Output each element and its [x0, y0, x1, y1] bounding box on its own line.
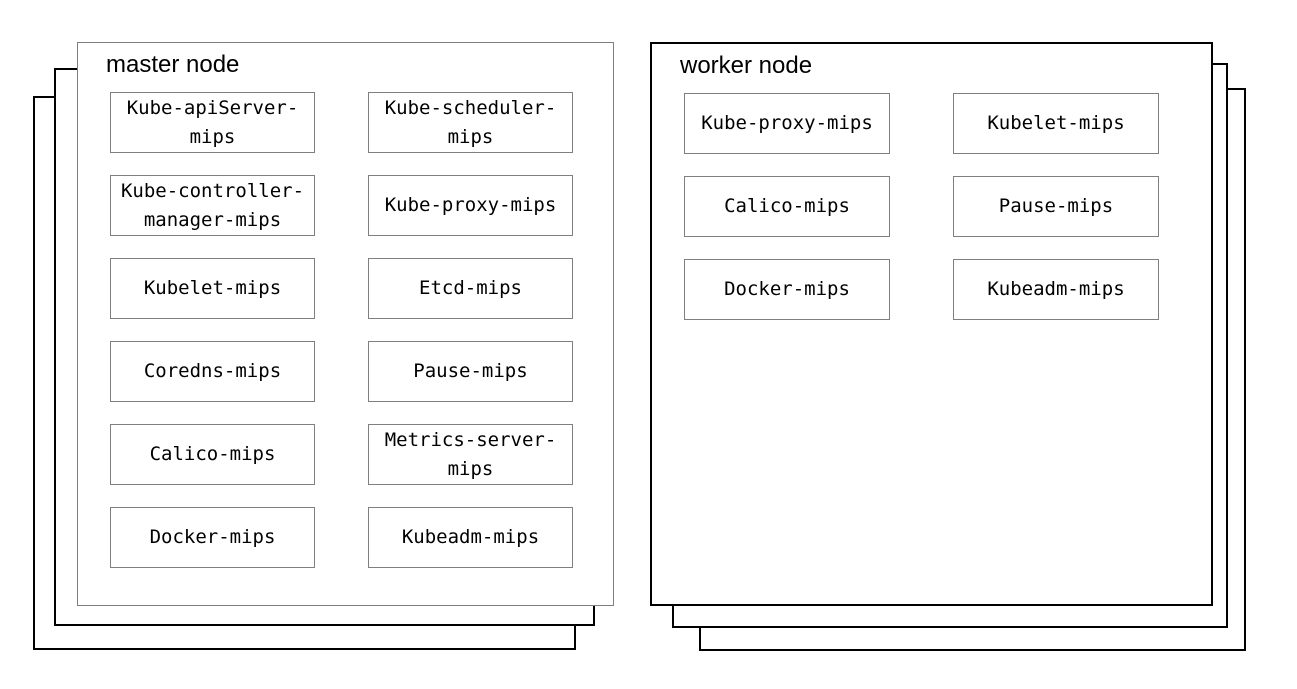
component-box-kubelet-mips: Kubelet-mips [110, 258, 315, 319]
component-box-pause-mips: Pause-mips [368, 341, 573, 402]
worker-node-title: worker node [680, 52, 813, 79]
component-box-calico-mips: Calico-mips [110, 424, 315, 485]
component-box-kubeadm-mips: Kubeadm-mips [368, 507, 573, 568]
component-box-etcd-mips: Etcd-mips [368, 258, 573, 319]
component-box-calico-mips: Calico-mips [684, 176, 890, 237]
component-box-pause-mips: Pause-mips [953, 176, 1159, 237]
master-components-grid: Kube-apiServer- mips Kube-scheduler- mips… [110, 92, 573, 568]
component-box-kube-proxy-mips: Kube-proxy-mips [368, 175, 573, 236]
component-box-kube-scheduler-mips: Kube-scheduler- mips [368, 92, 573, 153]
master-node-title: master node [106, 51, 240, 78]
component-box-kube-apiserver-mips: Kube-apiServer- mips [110, 92, 315, 153]
component-box-kubeadm-mips: Kubeadm-mips [953, 259, 1159, 320]
component-box-docker-mips: Docker-mips [684, 259, 890, 320]
component-box-docker-mips: Docker-mips [110, 507, 315, 568]
component-box-kubelet-mips: Kubelet-mips [953, 93, 1159, 154]
component-box-metrics-server-mips: Metrics-server- mips [368, 424, 573, 485]
component-box-kube-proxy-mips: Kube-proxy-mips [684, 93, 890, 154]
component-box-kube-controller-manager-mips: Kube-controller- manager-mips [110, 175, 315, 236]
component-box-coredns-mips: Coredns-mips [110, 341, 315, 402]
master-node-box: master node Kube-apiServer- mips Kube-sch… [77, 42, 614, 606]
